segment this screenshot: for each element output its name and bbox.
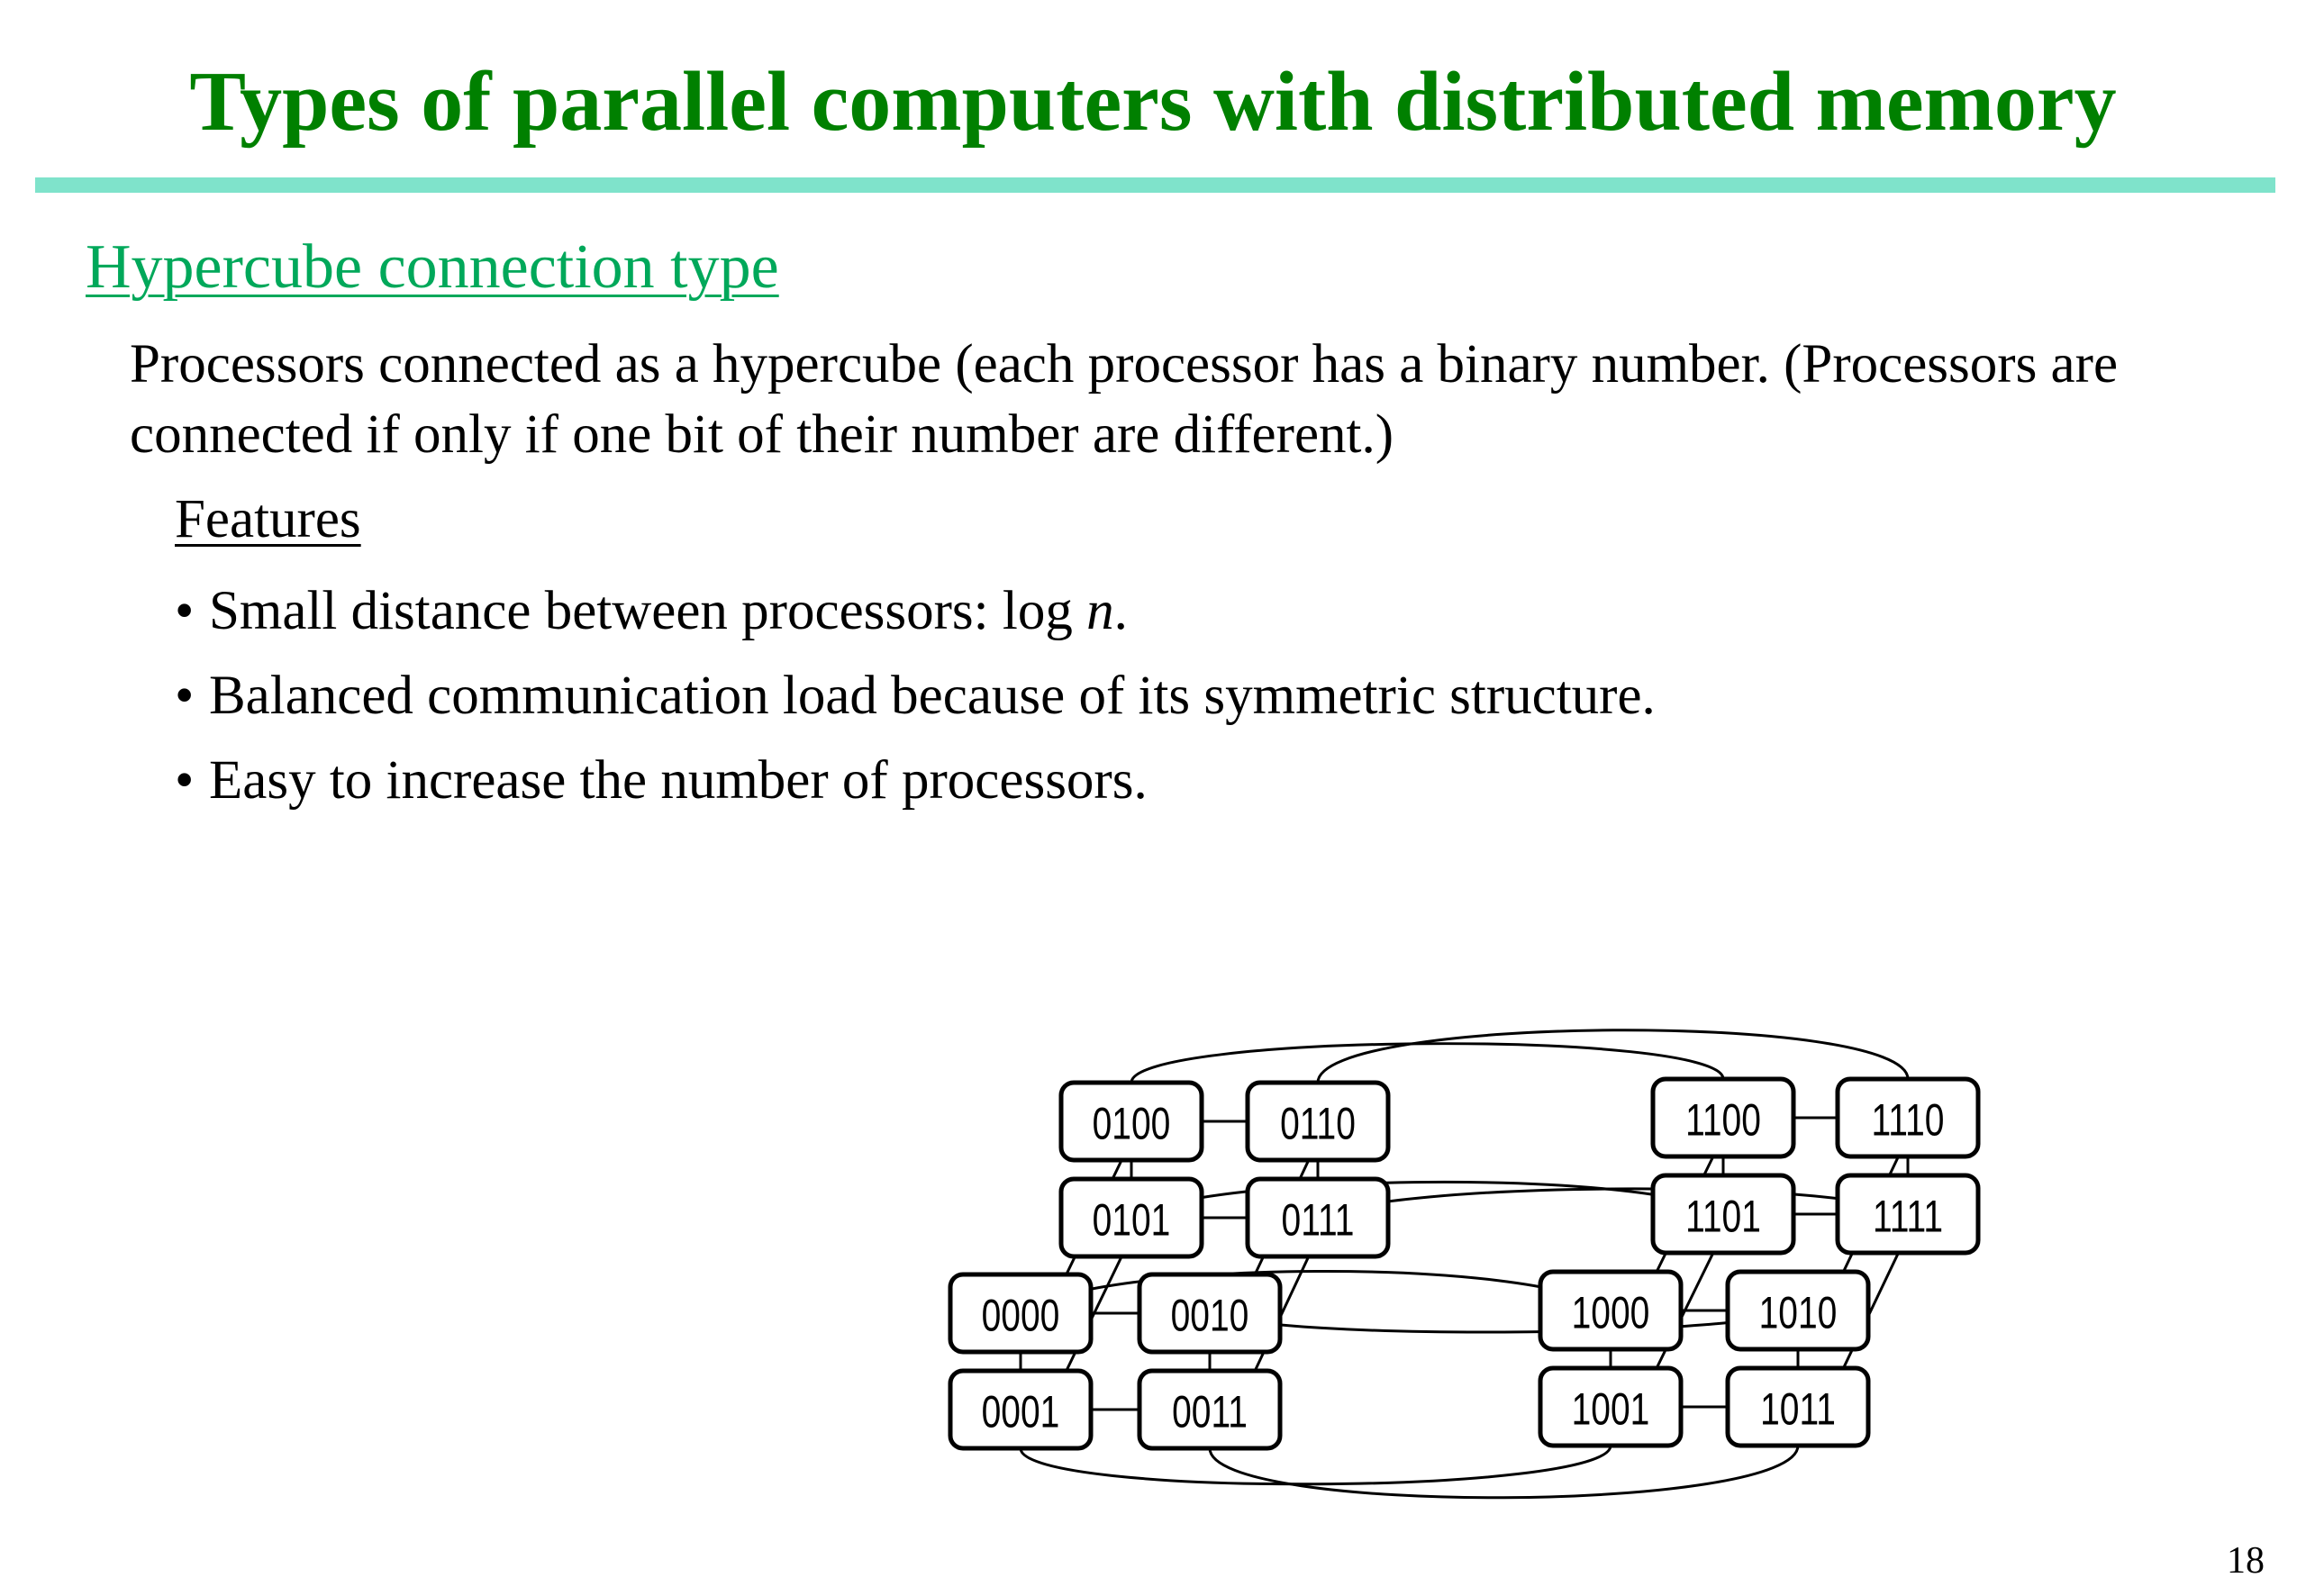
processor-label: 1111 — [1873, 1191, 1943, 1242]
processor-node: 0111 — [1245, 1176, 1391, 1259]
processor-node: 1110 — [1835, 1076, 1981, 1159]
features-heading: Features — [175, 489, 361, 549]
hypercube-edge — [1019, 1445, 1612, 1486]
processor-label: 1101 — [1685, 1191, 1761, 1242]
processor-label: 0100 — [1093, 1098, 1171, 1149]
description-paragraph: Processors connected as a hypercube (eac… — [130, 334, 2119, 465]
list-item: •Small distance between processors: log … — [175, 569, 1656, 654]
bullet-suffix: . — [1113, 581, 1128, 641]
processor-label: 0111 — [1282, 1194, 1355, 1246]
processor-node: 0100 — [1058, 1080, 1204, 1163]
processor-label: 0010 — [1171, 1290, 1249, 1341]
processor-box — [1058, 1080, 1204, 1163]
processor-box — [1650, 1173, 1796, 1256]
processor-label: 1000 — [1572, 1287, 1650, 1338]
hypercube-edge — [1130, 1180, 1724, 1220]
processor-box — [1538, 1365, 1684, 1448]
hypercube-edge — [1208, 1445, 1800, 1500]
processor-node: 1101 — [1650, 1173, 1796, 1256]
processor-box — [1137, 1368, 1283, 1451]
processor-box — [1725, 1365, 1871, 1448]
processor-label: 1011 — [1760, 1383, 1836, 1435]
processor-node: 0011 — [1137, 1368, 1283, 1451]
bullet-icon: • — [175, 750, 195, 811]
processor-label: 0001 — [982, 1386, 1060, 1437]
processor-box — [948, 1272, 1094, 1355]
bullet-icon: • — [175, 666, 195, 726]
processor-box — [1137, 1272, 1283, 1355]
processor-box — [948, 1368, 1094, 1451]
processor-node: 1100 — [1650, 1076, 1796, 1159]
processor-label: 1010 — [1759, 1287, 1838, 1338]
processor-box — [1725, 1269, 1871, 1352]
hypercube-edge — [1209, 1309, 1799, 1334]
processor-box — [1245, 1080, 1391, 1163]
bullet-italic: n — [1086, 581, 1114, 641]
list-item: •Easy to increase the number of processo… — [175, 739, 1656, 823]
processor-label: 0000 — [982, 1290, 1060, 1341]
processor-label: 0101 — [1093, 1194, 1171, 1246]
processor-node: 1011 — [1725, 1365, 1871, 1448]
processor-label: 1110 — [1872, 1094, 1945, 1146]
processor-box — [1835, 1173, 1981, 1256]
hypercube-diagram: 0000 0001 0010 0011 0100 0101 0110 0111 1000 1001… — [948, 1029, 1981, 1500]
title-divider — [35, 177, 2275, 193]
section-heading: Hypercube connection type — [86, 232, 779, 302]
processor-box — [1245, 1176, 1391, 1259]
processor-box — [1835, 1076, 1981, 1159]
processor-node: 0101 — [1058, 1176, 1204, 1259]
page-number: 18 — [2227, 1540, 2265, 1582]
bullet-text: Balanced communication load because of i… — [209, 666, 1656, 726]
processor-node: 0010 — [1137, 1272, 1283, 1355]
processor-box — [1538, 1269, 1684, 1352]
processor-label: 1001 — [1572, 1383, 1650, 1435]
bullet-text: Easy to increase the number of processor… — [209, 750, 1148, 811]
processor-box — [1650, 1076, 1796, 1159]
processor-node: 0000 — [948, 1272, 1094, 1355]
bullet-text: Small distance between processors: log — [209, 581, 1087, 641]
processor-box — [1058, 1176, 1204, 1259]
list-item: •Balanced communication load because of … — [175, 654, 1656, 739]
processor-label: 0011 — [1172, 1386, 1248, 1437]
hypercube-edge — [1020, 1269, 1611, 1315]
slide-title: Types of parallel computers with distrib… — [189, 55, 2117, 149]
hypercube-nodes: 0000 0001 0010 0011 0100 0101 0110 0111 1000 1001… — [948, 1076, 1981, 1451]
processor-node: 0110 — [1245, 1080, 1391, 1163]
bullet-icon: • — [175, 581, 195, 641]
hypercube-edge — [1130, 1042, 1725, 1084]
processor-node: 0001 — [948, 1368, 1094, 1451]
processor-node: 1010 — [1725, 1269, 1871, 1352]
hypercube-edge — [1316, 1029, 1910, 1084]
features-list: •Small distance between processors: log … — [175, 569, 1656, 823]
processor-label: 0110 — [1280, 1098, 1356, 1149]
processor-node: 1000 — [1538, 1269, 1684, 1352]
processor-label: 1100 — [1685, 1094, 1761, 1146]
processor-node: 1111 — [1835, 1173, 1981, 1256]
processor-node: 1001 — [1538, 1365, 1684, 1448]
